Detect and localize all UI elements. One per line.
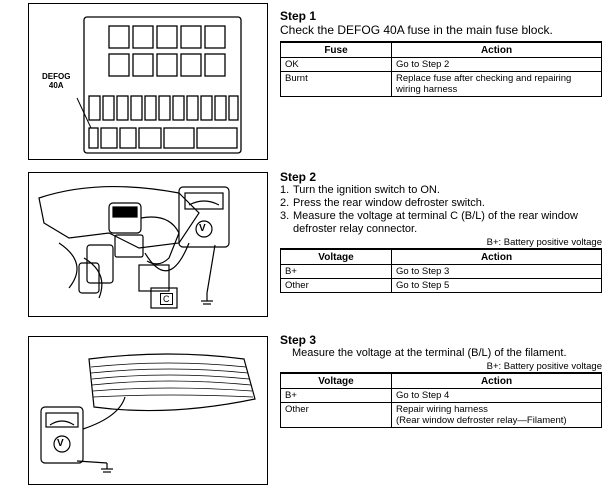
step-1-title: Step 1: [280, 9, 317, 23]
table-cell: Go to Step 3: [391, 264, 602, 279]
fuse-block-figure: DEFOG 40A: [28, 3, 268, 160]
step-1-section: Step 1 Check the DEFOG 40A fuse in the m…: [280, 9, 602, 97]
table-cell: OK: [280, 57, 392, 72]
table-cell: Repair wiring harness (Rear window defro…: [391, 402, 602, 428]
filament-voltage-drawing: [40, 353, 256, 473]
table-cell: Go to Step 5: [391, 278, 602, 293]
table-row: Other Go to Step 5: [280, 278, 602, 293]
table-row: Burnt Replace fuse after checking and re…: [280, 71, 602, 97]
relay-voltage-figure: V C: [28, 172, 268, 317]
step-2-list: 1. Turn the ignition switch to ON. 2. Pr…: [280, 184, 602, 236]
list-text: Turn the ignition switch to ON.: [293, 184, 440, 196]
table-row: B+ Go to Step 4: [280, 388, 602, 403]
table-cell: Go to Step 2: [391, 57, 602, 72]
list-number: 2.: [280, 197, 290, 209]
fuse-block-drawing: [76, 16, 242, 154]
table-cell: B+: [280, 264, 392, 279]
table-header: Voltage: [280, 248, 392, 265]
table-row: B+ Go to Step 3: [280, 264, 602, 279]
table-cell: Replace fuse after checking and repairin…: [391, 71, 602, 97]
step-2-section: Step 2 1. Turn the ignition switch to ON…: [280, 170, 602, 293]
table-row: Other Repair wiring harness (Rear window…: [280, 402, 602, 428]
step-2-note: B+: Battery positive voltage: [486, 237, 602, 248]
filament-voltage-figure: V: [28, 336, 268, 485]
step-1-text: Check the DEFOG 40A fuse in the main fus…: [280, 23, 553, 37]
meter-symbol-2: V: [57, 438, 64, 449]
step-3-note: B+: Battery positive voltage: [486, 361, 602, 372]
meter-symbol: V: [199, 223, 206, 234]
table-cell: Burnt: [280, 71, 392, 97]
fuse-label-name: DEFOG: [42, 72, 71, 81]
list-number: 3.: [280, 210, 290, 222]
table-cell: Go to Step 4: [391, 388, 602, 403]
fuse-label-rating: 40A: [48, 81, 64, 90]
relay-voltage-drawing: [38, 185, 230, 309]
list-text: Measure the voltage at terminal C (B/L) …: [293, 210, 578, 235]
step-3-text: Measure the voltage at the terminal (B/L…: [292, 347, 567, 359]
step-1-table: Fuse Action OK Go to Step 2 Burnt Replac…: [280, 41, 602, 97]
table-cell: Other: [280, 278, 392, 293]
table-header: Action: [391, 41, 602, 58]
list-item: 1. Turn the ignition switch to ON.: [280, 184, 602, 197]
table-header: Action: [391, 372, 602, 389]
step-2-title: Step 2: [280, 170, 317, 184]
list-number: 1.: [280, 184, 290, 196]
step-2-table: Voltage Action B+ Go to Step 3 Other Go …: [280, 248, 602, 293]
step-3-table: Voltage Action B+ Go to Step 4 Other Rep…: [280, 372, 602, 428]
table-row: OK Go to Step 2: [280, 57, 602, 72]
table-header: Voltage: [280, 372, 392, 389]
table-header: Action: [391, 248, 602, 265]
list-item: 3. Measure the voltage at terminal C (B/…: [280, 210, 602, 236]
step-3-section: Step 3 Measure the voltage at the termin…: [280, 333, 602, 428]
table-cell: B+: [280, 388, 392, 403]
step-3-title: Step 3: [280, 333, 317, 347]
list-item: 2. Press the rear window defroster switc…: [280, 197, 602, 210]
table-header: Fuse: [280, 41, 392, 58]
terminal-c-label: C: [160, 293, 173, 305]
list-text: Press the rear window defroster switch.: [293, 197, 485, 209]
defog-fuse-label: DEFOG 40A: [42, 72, 70, 90]
table-cell: Other: [280, 402, 392, 428]
